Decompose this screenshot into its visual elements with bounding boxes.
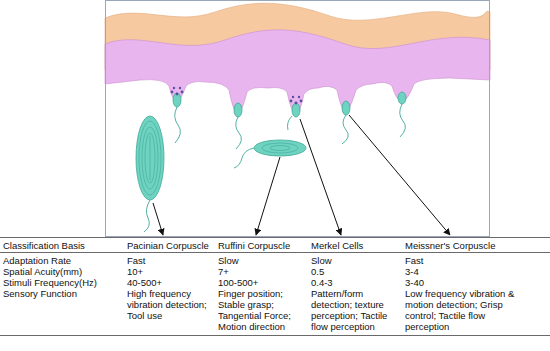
table-cell: Pattern/form detection; texture percepti… [311, 288, 403, 332]
ruffini-corpuscle [234, 140, 306, 168]
table-bottom-rule [0, 335, 550, 336]
table-rules [0, 238, 550, 336]
table-cell: Ruffini Corpuscle [218, 240, 308, 251]
table-cell: 3-40 [405, 277, 517, 288]
table-cell: Spatial Acuity(mm) [3, 266, 121, 277]
table-cell: 7+ [218, 266, 308, 277]
table-cell: 0.5 [311, 266, 403, 277]
table-cell: Finger position; Stable grasp; Tangentia… [218, 288, 308, 332]
table-cell: Merkel Cells [311, 240, 403, 251]
dermis-layer [105, 30, 490, 114]
table-cell: Pacinian Corpuscle [127, 240, 215, 251]
table-cell: Meissner's Corpuscle [405, 240, 517, 251]
table-cell: Stimuli Frequency(Hz) [3, 277, 121, 288]
meissner-corpuscles [173, 92, 406, 117]
merkel-cells [171, 87, 303, 105]
table-cell: Slow [218, 255, 308, 266]
pointer-arrows [153, 115, 450, 235]
table-cell: High frequency vibration detection; Tool… [127, 288, 215, 321]
illustration-frame [106, 1, 490, 237]
table-cell: 100-500+ [218, 277, 308, 288]
table-cell: Adaptation Rate [3, 255, 121, 266]
table-cell: Sensory Function [3, 288, 121, 299]
table-cell: Low frequency vibration & motion detecti… [405, 288, 517, 332]
table-cell: Fast [127, 255, 215, 266]
table-cell: Classification Basis [3, 240, 121, 251]
table-cell: 40-500+ [127, 277, 215, 288]
table-cell: 10+ [127, 266, 215, 277]
table-cell: Fast [405, 255, 517, 266]
table-cell: 3-4 [405, 266, 517, 277]
table-cell: Slow [311, 255, 403, 266]
table-cell: 0.4-3 [311, 277, 403, 288]
pacinian-corpuscle [136, 116, 164, 232]
